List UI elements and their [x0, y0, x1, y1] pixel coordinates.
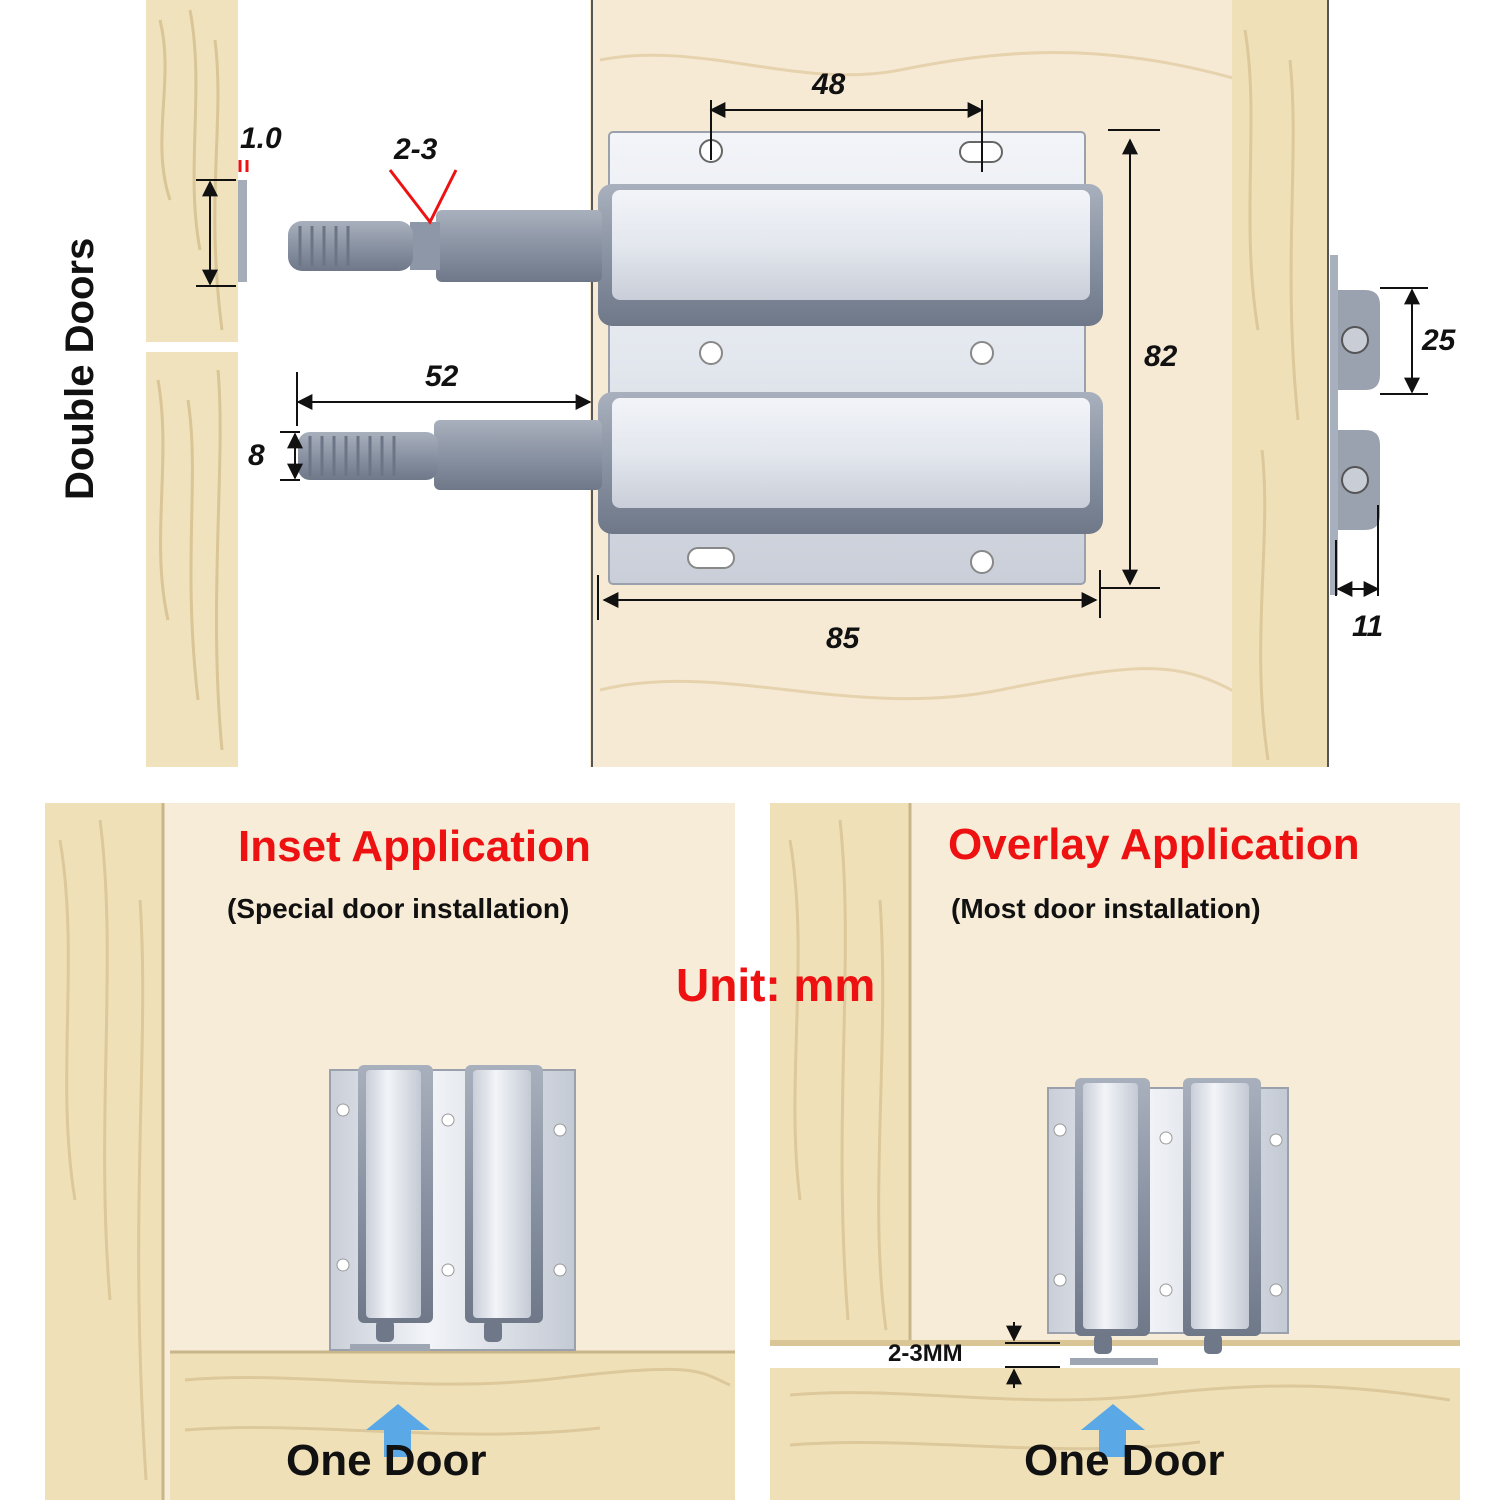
- gap-dimension: [1005, 1322, 1060, 1388]
- side-view-latch: [1330, 255, 1380, 595]
- dim-2-3: 2-3: [394, 133, 438, 166]
- dim-1-0: 1.0: [240, 122, 282, 155]
- left-door-strip-bottom: [146, 352, 238, 767]
- inset-arrow-icon: [366, 1404, 430, 1457]
- dim-48: 48: [812, 68, 846, 101]
- dim-82: 82: [1144, 340, 1178, 373]
- overlay-door-label: One Door: [1024, 1436, 1225, 1485]
- screw-hole: [699, 341, 723, 365]
- screw-slot: [687, 547, 735, 569]
- push-latch-upper: [288, 184, 1103, 326]
- dim-8: 8: [248, 439, 265, 472]
- overlay-arrow-icon: [1081, 1404, 1145, 1457]
- dim-11: 11: [1352, 610, 1384, 643]
- overlay-subtitle: (Most door installation): [951, 893, 1261, 924]
- left-door-strip-top: [146, 0, 238, 342]
- strike-plate: [238, 180, 247, 282]
- inset-title: Inset Application: [238, 822, 591, 871]
- screw-hole: [970, 341, 994, 365]
- dim-gap-2-3mm: 2-3MM: [888, 1340, 963, 1367]
- push-latch-lower: [298, 392, 1103, 534]
- dim-25: 25: [1422, 324, 1456, 357]
- double-doors-label: Double Doors: [58, 237, 102, 500]
- overlay-panel: [770, 803, 1460, 1500]
- inset-latch-pair: [329, 1065, 576, 1351]
- dim-52: 52: [425, 360, 459, 393]
- dimension-lines: [196, 100, 1428, 620]
- screw-hole: [970, 550, 994, 574]
- inset-door-label: One Door: [286, 1436, 487, 1485]
- inset-subtitle: (Special door installation): [227, 893, 570, 924]
- overlay-title: Overlay Application: [948, 820, 1360, 869]
- unit-label: Unit: mm: [676, 959, 876, 1011]
- dim-85: 85: [826, 622, 860, 655]
- overlay-latch-pair: [1047, 1078, 1289, 1365]
